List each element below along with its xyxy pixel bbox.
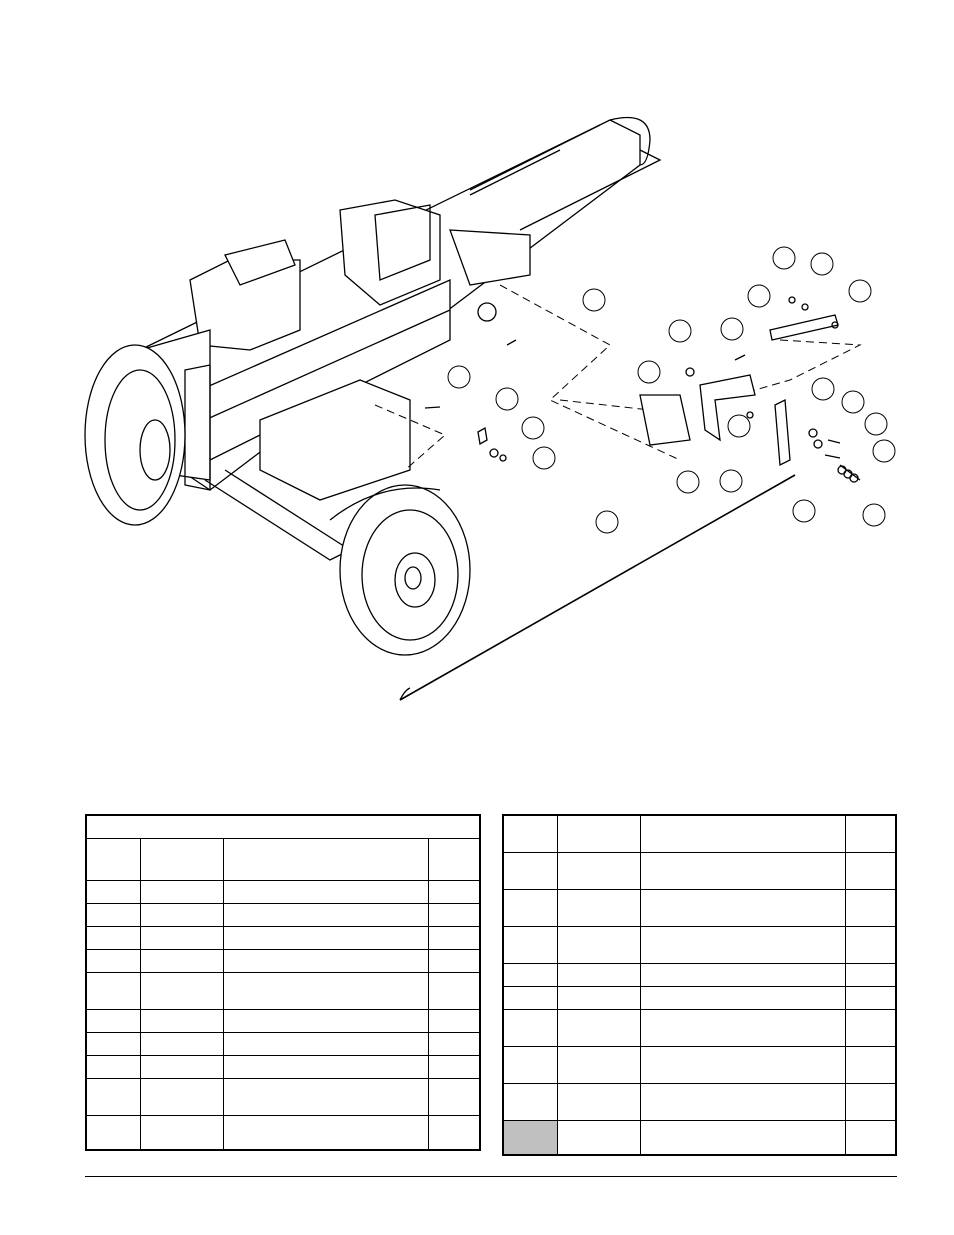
table-row [85,1031,481,1056]
header-cell [223,837,429,881]
header-cell [557,814,641,853]
header-cell [428,837,481,881]
table-row [502,985,897,1010]
table-row [85,1008,481,1033]
table-row [85,1114,481,1151]
footer-rule [85,1176,897,1177]
table-row [502,1082,897,1121]
table-row [502,962,897,987]
table-row [85,902,481,927]
parts-table-right [502,814,897,1156]
header-cell [845,814,897,853]
table-row [502,1008,897,1047]
table-row [502,888,897,927]
small-parts [399,296,861,701]
parts-table-left [85,814,481,1151]
table-row [85,1077,481,1116]
header-cell [85,837,141,881]
parts-exploded-diagram [84,116,896,701]
table-title-cell [85,814,481,839]
table-header-row [502,814,897,853]
table-header-row [85,837,481,881]
leader-lines [374,284,862,471]
callout-circles [447,246,896,534]
shaded-cell [502,1119,558,1156]
table-row [85,948,481,973]
header-cell [502,814,558,853]
table-row [85,971,481,1010]
table-row [502,1119,897,1156]
header-cell [140,837,224,881]
table-row [85,1054,481,1079]
table-row [502,1045,897,1084]
log-splitter-assembly [84,116,662,656]
table-row [502,851,897,890]
table-title-row [85,814,481,839]
table-row [85,879,481,904]
header-cell [640,814,846,853]
table-row [85,925,481,950]
table-row [502,925,897,964]
